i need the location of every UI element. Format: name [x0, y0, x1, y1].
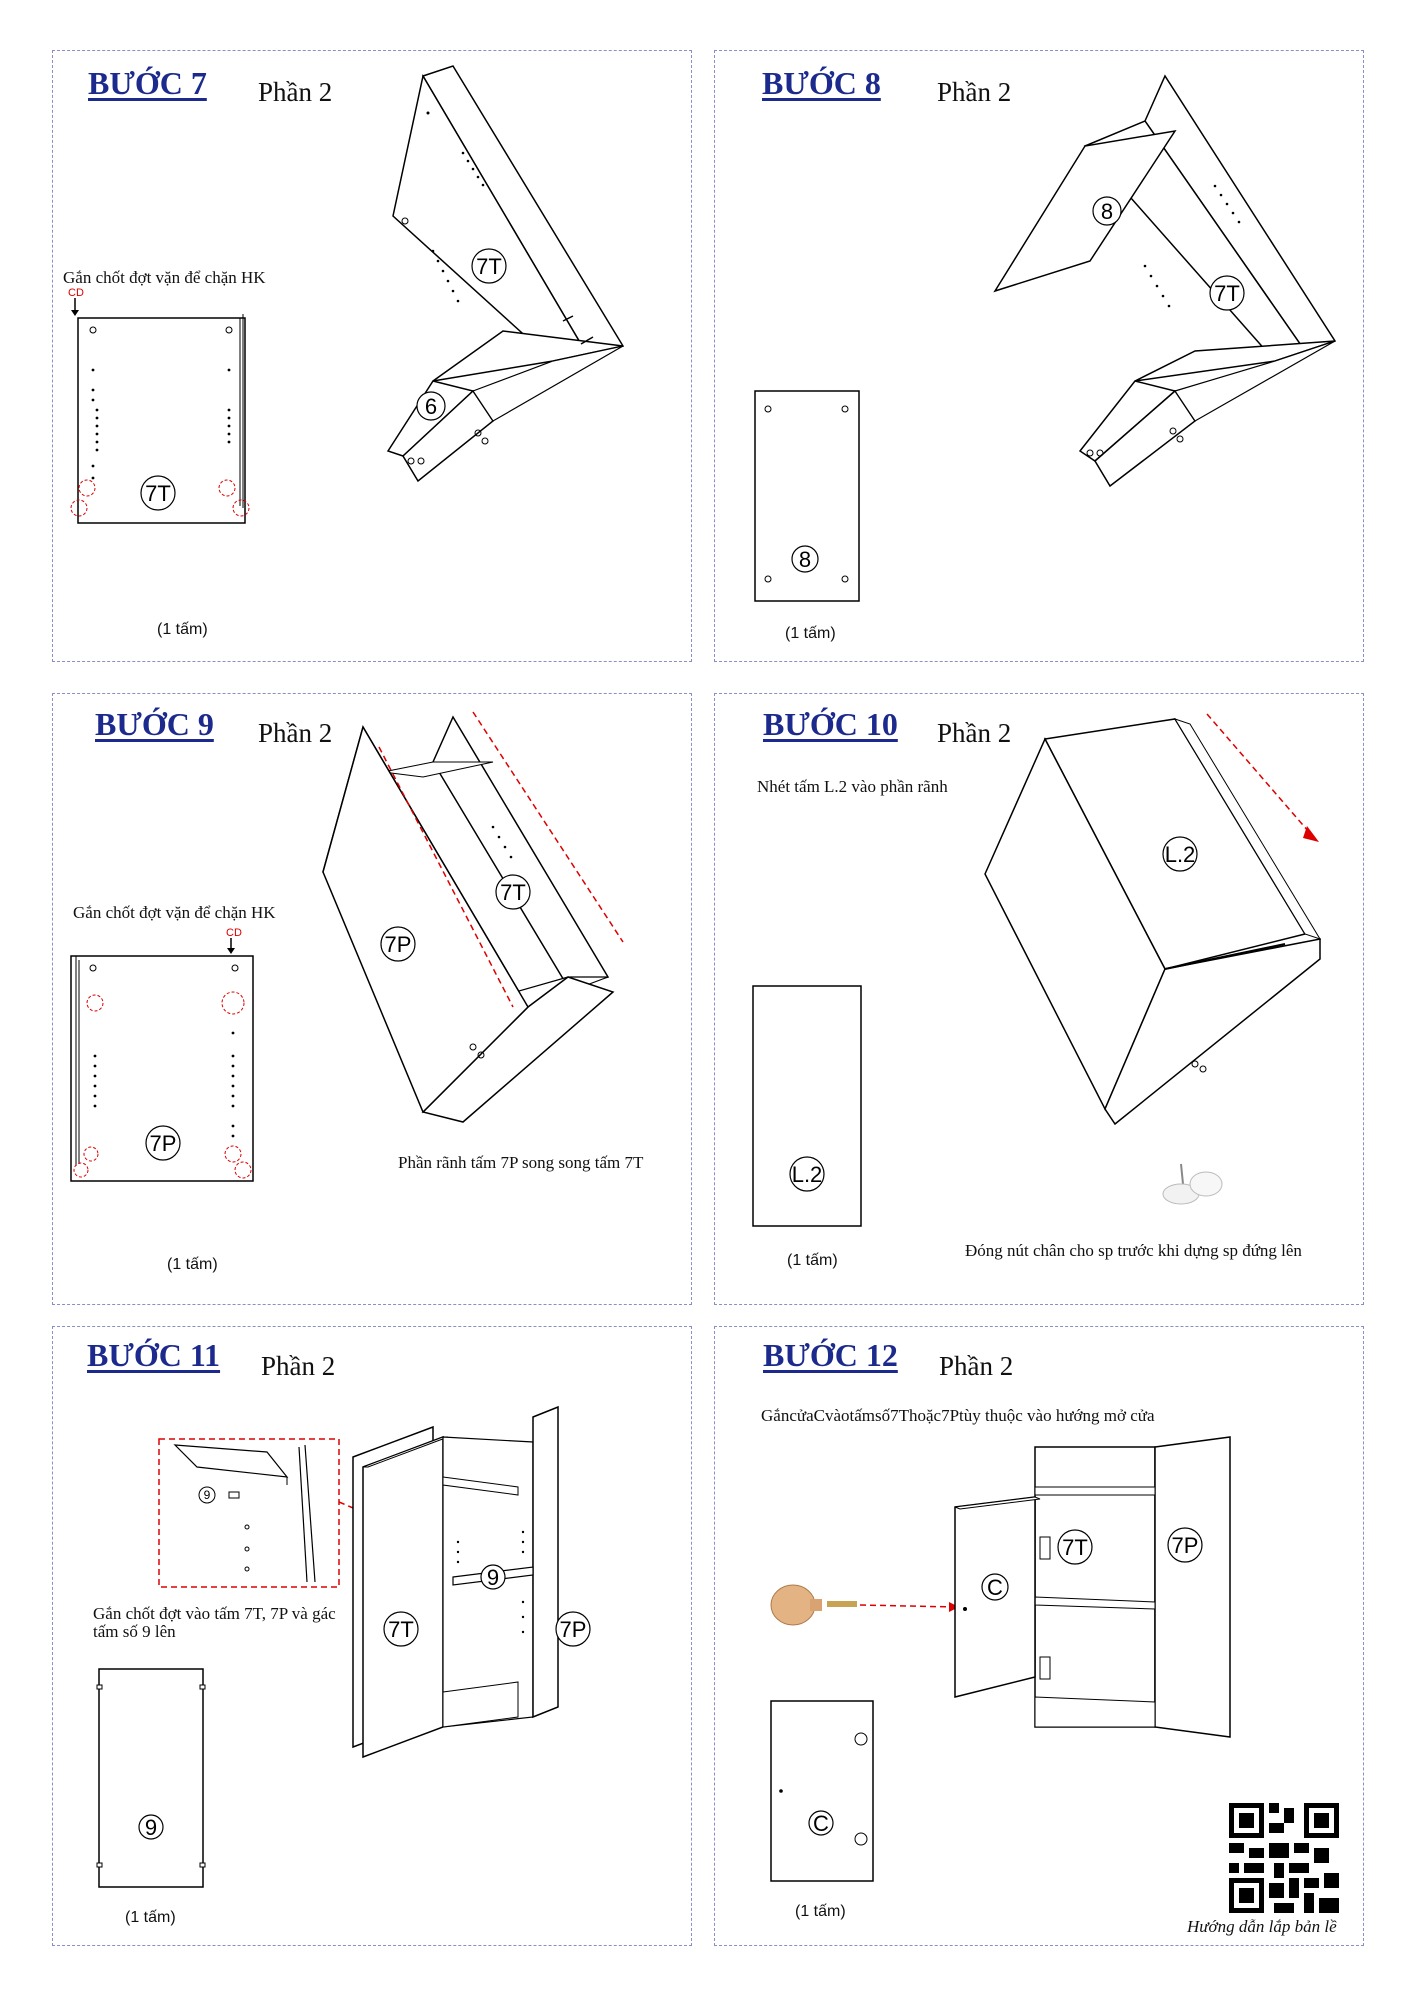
assembly-piece-label-1: 9: [487, 1565, 499, 1590]
assembly-piece-label-1: 7P: [385, 932, 412, 957]
piece-label: L.2: [792, 1162, 823, 1187]
marker-cd-label: CD: [68, 287, 84, 299]
quantity-label: (1 tấm): [167, 1256, 218, 1273]
assembly-l2-drawing: L.2: [984, 713, 1322, 1126]
detail-piece-label: 9: [204, 1488, 211, 1502]
assembly-7t-6-drawing: 7T 6: [386, 65, 625, 483]
part-label: Phần 2: [258, 718, 333, 748]
panel-9-drawing: 9: [96, 1668, 206, 1888]
assembly-piece-label-2: 7T: [1062, 1535, 1088, 1560]
panel-c-drawing: C: [770, 1700, 874, 1882]
part-label: Phần 2: [937, 718, 1012, 748]
step-title: BƯỚC 11: [87, 1337, 221, 1373]
instruction-text: Gắn chốt đợt vào tấm 7T, 7P và gác tấm s…: [93, 1604, 336, 1641]
quantity-label: (1 tấm): [785, 625, 836, 642]
step-8-panel: BƯỚC 8 Phần 2 (1 tấm) 8 8 7T: [714, 50, 1364, 662]
quantity-label: (1 tấm): [157, 621, 208, 638]
part-label: Phần 2: [261, 1351, 336, 1381]
assembly-8-7t-drawing: 8 7T: [993, 74, 1337, 488]
panel-7t-drawing: CD 7T: [68, 287, 250, 524]
instruction-text: Gắn chốt đợt vặn để chặn HK: [63, 268, 266, 287]
assembly-piece-label-2: 7T: [388, 1617, 414, 1642]
assembly-piece-label-1: 8: [1101, 199, 1113, 224]
assembly-piece-label-2: 7T: [1214, 281, 1240, 306]
piece-label: 7T: [145, 481, 171, 506]
step-12-panel: BƯỚC 12 Phần 2 GắncửaCvàotấmsố7Thoặc7Ptù…: [714, 1326, 1364, 1946]
quantity-label: (1 tấm): [787, 1252, 838, 1269]
step-title: BƯỚC 8: [762, 65, 881, 101]
assembly-note: Phần rãnh tấm 7P song song tấm 7T: [398, 1153, 644, 1172]
assembly-piece-label-3: 7P: [560, 1617, 587, 1642]
cabinet-assembly-drawing: 9 7T 7P: [352, 1405, 591, 1759]
part-label: Phần 2: [937, 77, 1012, 107]
step-title: BƯỚC 10: [763, 706, 898, 742]
piece-label: 8: [799, 547, 811, 572]
marker-cd-label: CD: [226, 927, 242, 939]
furniture-glide-icon: [1162, 1163, 1223, 1205]
panel-8-drawing: 8: [754, 390, 860, 602]
part-label: Phần 2: [258, 77, 333, 107]
step-title: BƯỚC 12: [763, 1337, 898, 1373]
cabinet-door-drawing: C 7T 7P: [954, 1436, 1231, 1738]
assembly-piece-label-1: 7T: [476, 254, 502, 279]
instruction-text: GắncửaCvàotấmsố7Thoặc7Ptùy thuộc vào hướ…: [761, 1406, 1155, 1425]
step-7-panel: BƯỚC 7 Phần 2 Gắn chốt đợt vặn để chặn H…: [52, 50, 692, 662]
part-label: Phần 2: [939, 1351, 1014, 1381]
detail-callout: 9: [158, 1438, 449, 1588]
step-10-panel: BƯỚC 10 Phần 2 Nhét tấm L.2 vào phần rãn…: [714, 693, 1364, 1305]
assembly-note: Đóng nút chân cho sp trước khi dựng sp đ…: [965, 1241, 1302, 1260]
step-11-panel: BƯỚC 11 Phần 2 Gắn chốt đợt vào tấm 7T, …: [52, 1326, 692, 1946]
qr-code-icon: [1229, 1803, 1339, 1913]
step-title: BƯỚC 9: [95, 706, 214, 742]
panel-l2-drawing: L.2: [752, 985, 862, 1227]
piece-label: 7P: [150, 1131, 177, 1156]
assembly-piece-label-2: 7T: [500, 880, 526, 905]
quantity-label: (1 tấm): [125, 1909, 176, 1926]
step-9-panel: BƯỚC 9 Phần 2 Gắn chốt đợt vặn để chặn H…: [52, 693, 692, 1305]
panel-7p-drawing: CD 7P: [70, 927, 254, 1182]
quantity-label: (1 tấm): [795, 1903, 846, 1920]
piece-label: C: [813, 1811, 829, 1836]
assembly-piece-label-1: L.2: [1165, 842, 1196, 867]
instruction-text: Nhét tấm L.2 vào phần rãnh: [757, 777, 948, 796]
step-title: BƯỚC 7: [88, 65, 207, 101]
assembly-7p-7t-drawing: 7T 7P: [322, 711, 624, 1123]
instruction-text: Gắn chốt đợt vặn để chặn HK: [73, 903, 276, 922]
assembly-piece-label-1: C: [987, 1575, 1003, 1600]
qr-caption: Hướng dẫn lắp bản lề: [1187, 1917, 1337, 1936]
piece-label: 9: [145, 1815, 157, 1840]
assembly-piece-label-3: 7P: [1172, 1533, 1199, 1558]
assembly-piece-label-2: 6: [425, 394, 437, 419]
knob-screw-icon: [770, 1584, 959, 1626]
